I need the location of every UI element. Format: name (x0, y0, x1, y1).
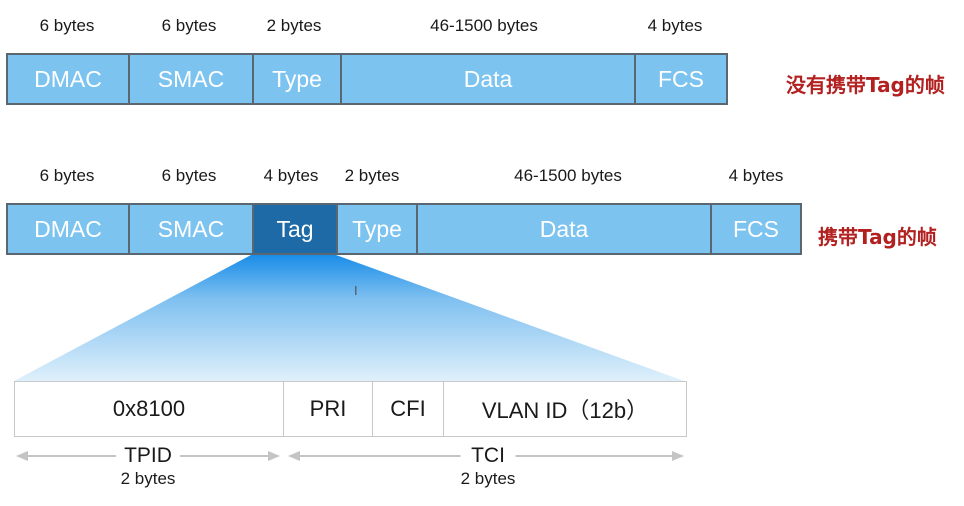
vlan-id-cell: VLAN ID（12b） (443, 381, 687, 437)
size-label-smac: 6 bytes (161, 16, 217, 35)
tpid-label: TPID 2 bytes (116, 444, 180, 490)
size-label-dmac: 6 bytes (39, 16, 95, 35)
size-label-tag: 4 bytes (263, 166, 319, 185)
cfi-cell: CFI (372, 381, 444, 437)
field-tag: Tag (252, 203, 338, 255)
size-label-fcs-tagged: 4 bytes (728, 166, 784, 185)
tagged-frame-label: 携带Tag的帧 (818, 225, 937, 249)
tpid-size: 2 bytes (120, 469, 176, 488)
tpid-name: TPID (116, 444, 180, 468)
size-label-type-tagged: 2 bytes (344, 166, 400, 185)
tpid-value-cell: 0x8100 (14, 381, 284, 437)
field-data-tagged: Data (416, 203, 712, 255)
field-smac-tagged: SMAC (128, 203, 254, 255)
field-dmac: DMAC (6, 53, 130, 105)
size-label-fcs: 4 bytes (647, 16, 703, 35)
field-type: Type (252, 53, 342, 105)
tci-label: TCI 2 bytes (460, 444, 516, 490)
size-label-type: 2 bytes (266, 16, 322, 35)
size-label-smac-tagged: 6 bytes (161, 166, 217, 185)
tag-detail-row: 0x8100 PRI CFI VLAN ID（12b） (14, 381, 687, 437)
untagged-frame: DMAC SMAC Type Data FCS (6, 53, 728, 105)
size-label-dmac-tagged: 6 bytes (39, 166, 95, 185)
field-fcs: FCS (634, 53, 728, 105)
untagged-frame-label: 没有携带Tag的帧 (786, 73, 945, 97)
field-smac: SMAC (128, 53, 254, 105)
text-cursor-icon: I (354, 283, 358, 298)
pri-cell: PRI (283, 381, 373, 437)
field-data: Data (340, 53, 636, 105)
tci-size: 2 bytes (460, 469, 516, 488)
size-label-data: 46-1500 bytes (430, 16, 538, 35)
field-dmac-tagged: DMAC (6, 203, 130, 255)
tci-name: TCI (460, 444, 516, 468)
tagged-frame: DMAC SMAC Tag Type Data FCS (6, 203, 802, 255)
size-label-data-tagged: 46-1500 bytes (514, 166, 622, 185)
field-fcs-tagged: FCS (710, 203, 802, 255)
